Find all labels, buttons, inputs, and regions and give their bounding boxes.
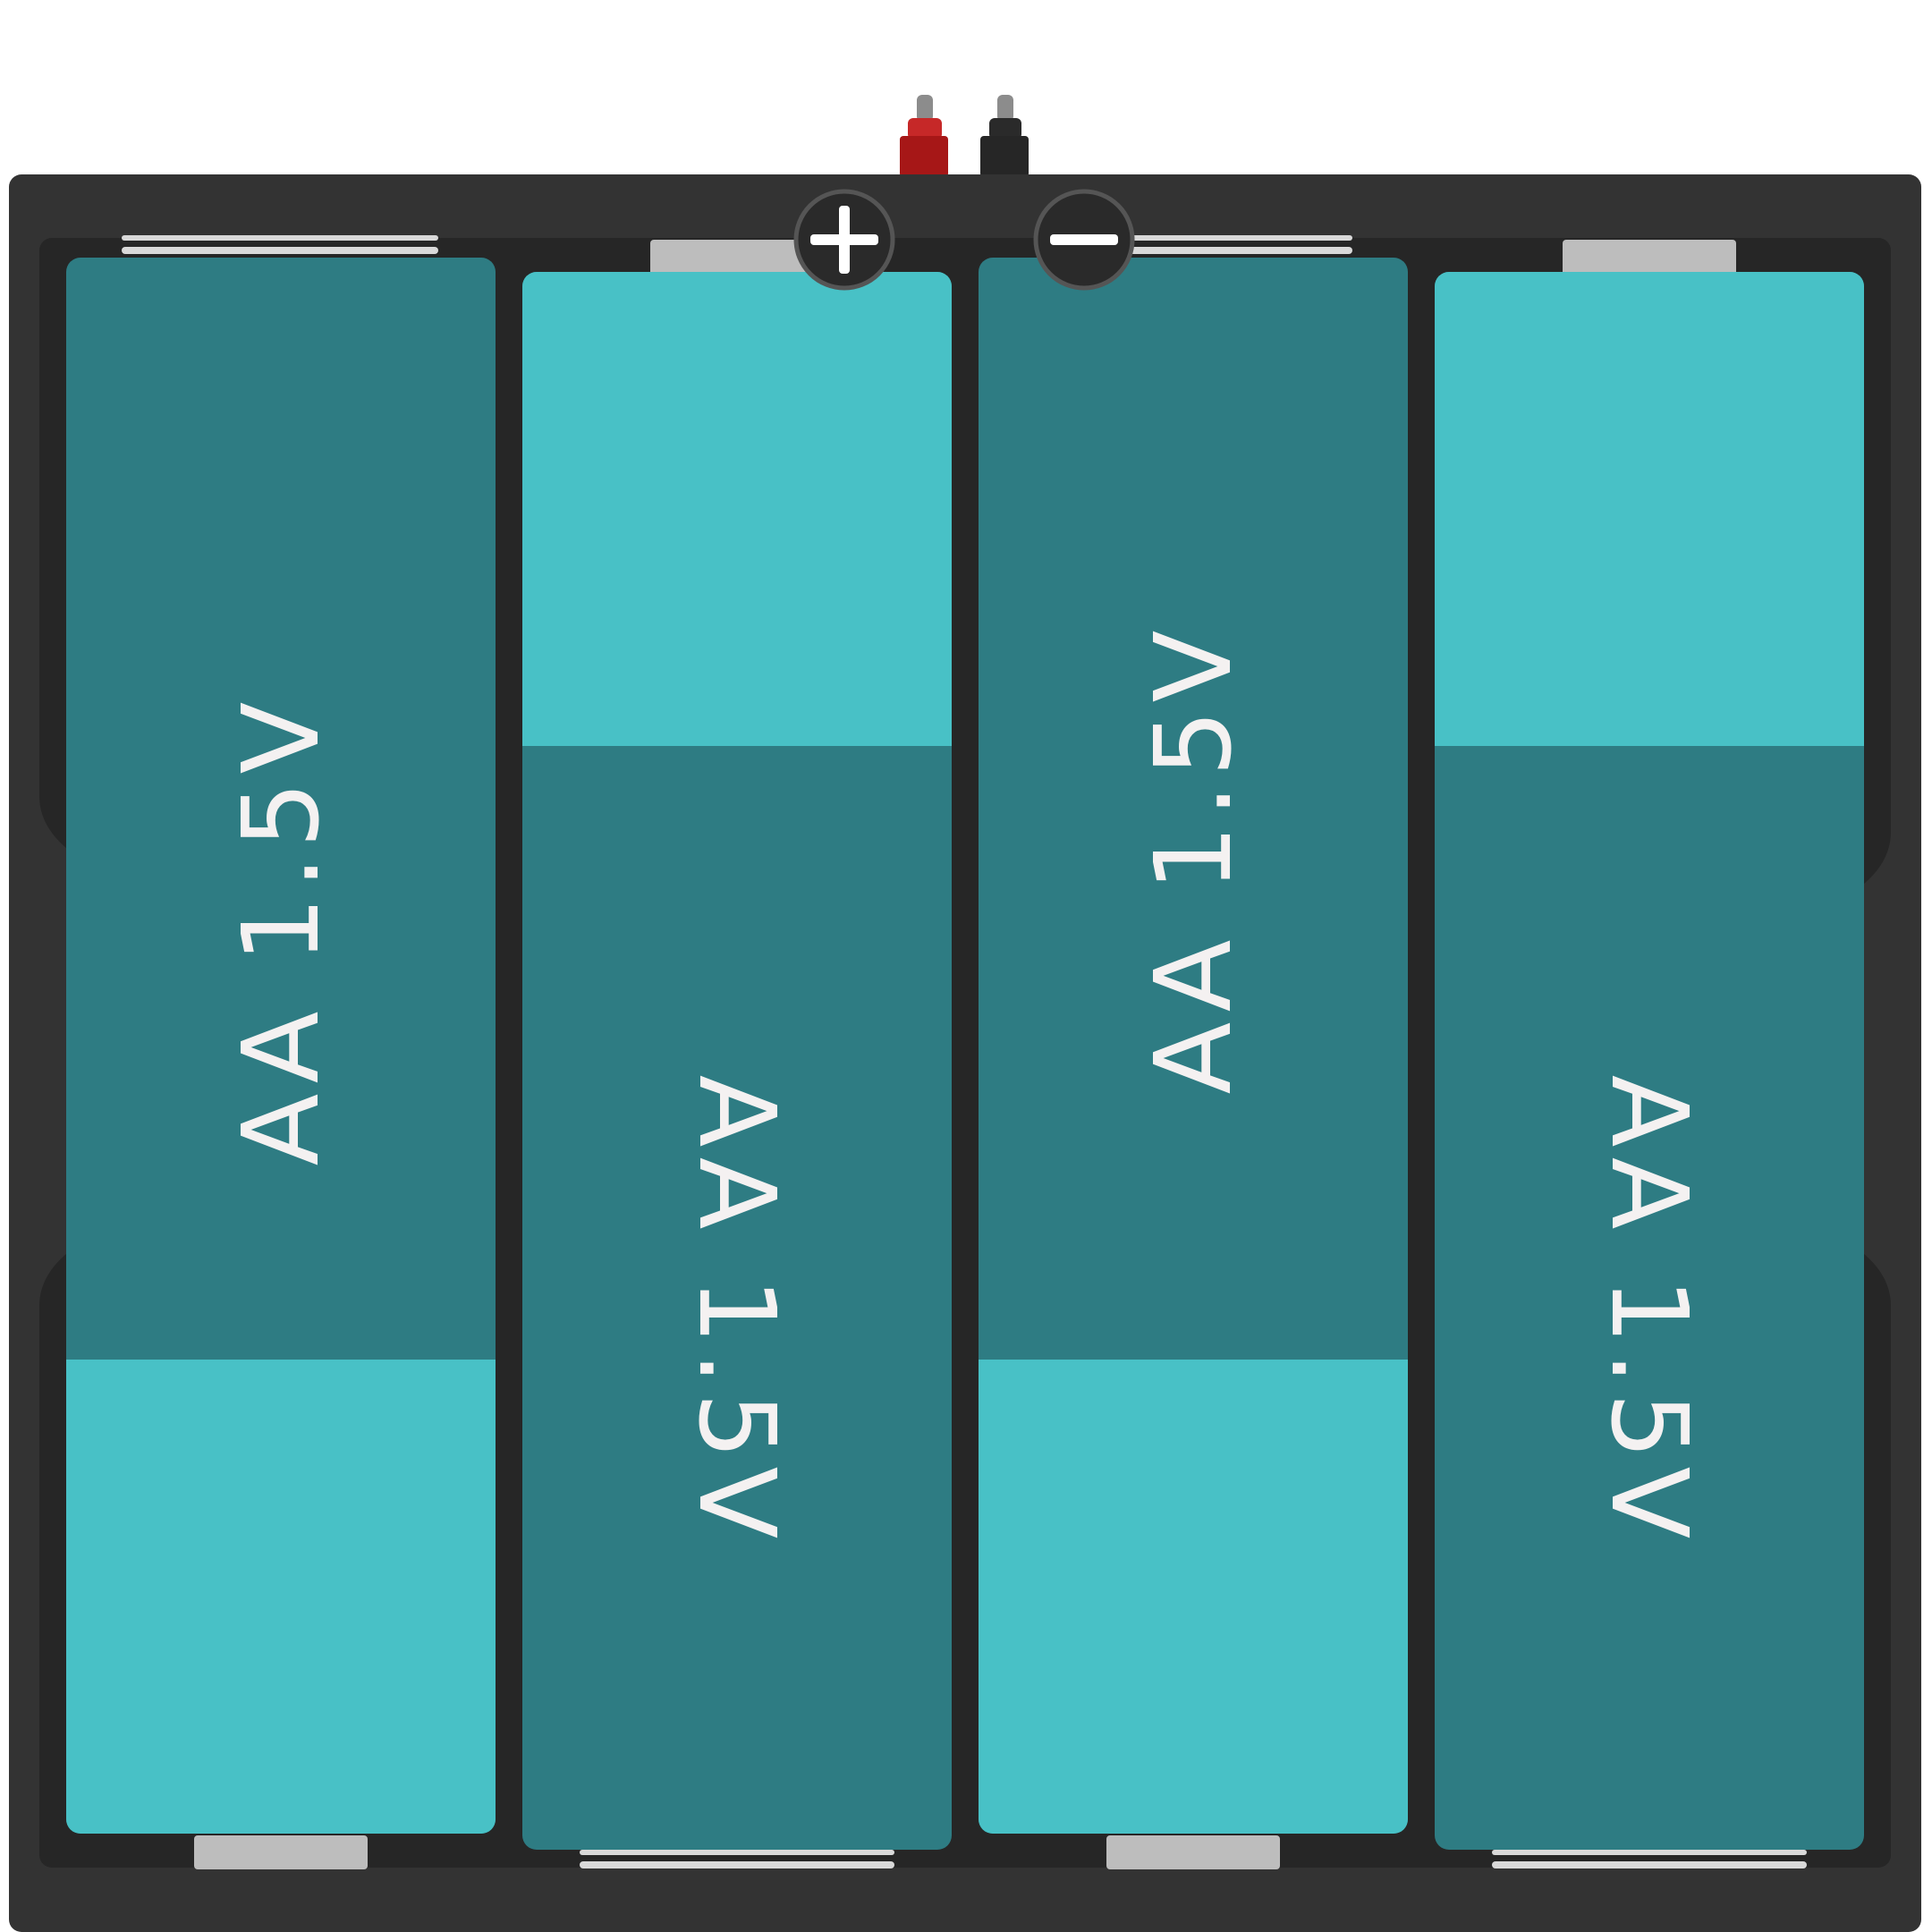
- battery-cap: [66, 1360, 496, 1834]
- battery-4: AA 1.5V: [1435, 272, 1864, 1850]
- holder-tray: [39, 238, 1891, 1868]
- battery-cap: [522, 272, 952, 746]
- battery-1: AA 1.5V: [66, 258, 496, 1834]
- battery-cap: [1435, 272, 1864, 746]
- battery-label: AA 1.5V: [675, 1075, 799, 1546]
- positive-wire: [900, 95, 948, 177]
- battery-cap: [979, 1360, 1408, 1834]
- batteries: AA 1.5V AA 1.5V AA 1.5V AA 1.5V: [66, 258, 1864, 1850]
- battery-2: AA 1.5V: [522, 272, 952, 1850]
- battery-label: AA 1.5V: [1131, 623, 1255, 1095]
- negative-terminal-marker: [1033, 189, 1135, 291]
- battery-label: AA 1.5V: [219, 695, 343, 1166]
- minus-icon: [1050, 234, 1118, 245]
- positive-terminal-marker: [793, 189, 895, 291]
- contact-plates: [194, 240, 1736, 1869]
- battery-label: AA 1.5V: [1588, 1075, 1711, 1546]
- negative-wire: [980, 95, 1029, 177]
- battery-3: AA 1.5V: [979, 258, 1408, 1834]
- contact-springs: [122, 235, 1807, 1868]
